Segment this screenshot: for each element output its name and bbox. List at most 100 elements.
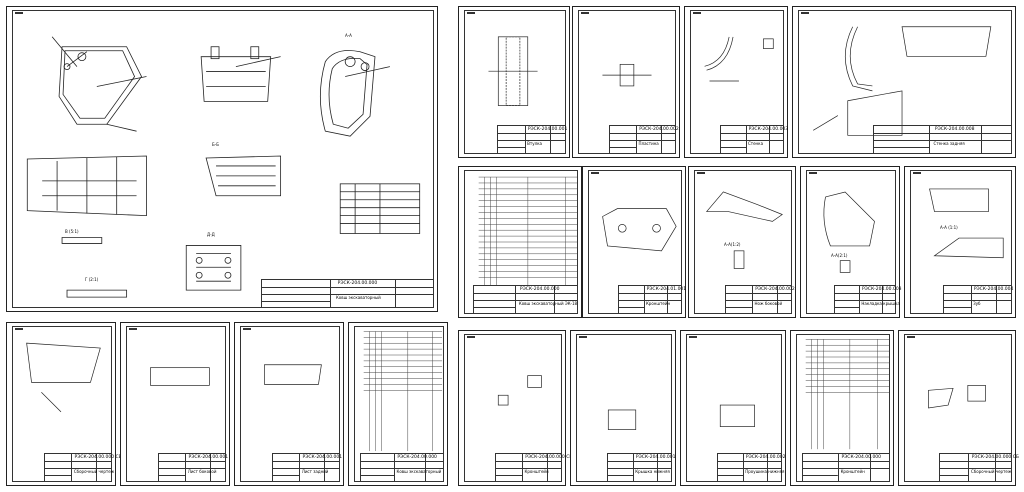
sheet-tag <box>697 172 705 174</box>
drawing-name: Ковш экскаваторный <box>335 295 381 300</box>
sheet-s8[interactable]: А-А (1:1) РЭСК-204.00.004 Зуб <box>904 166 1016 318</box>
drawing-code: РЭСК-204.01.001 <box>646 287 687 292</box>
title-block: РЭСК-204.00.001 Лист задний <box>272 453 343 482</box>
drawing-code: РЭСК-204.00.001 <box>188 455 229 460</box>
part-drawing <box>705 191 783 269</box>
title-block: РЭСК-204.00.000 Ковш экскаваторный ЭК-18 <box>473 285 578 314</box>
drawing-name: Ковш экскаваторный <box>396 469 442 474</box>
specification-table <box>478 176 578 286</box>
drawing-code: РЭСК-204.00.000 СБ <box>971 455 1019 460</box>
sheet-spec2[interactable]: РЭСК-204.00.000 Ковш экскаваторный <box>348 322 448 486</box>
sheet-tag <box>907 336 915 338</box>
sheet-s7[interactable]: А-А(2:1) РЭСК-204.00.003 Накладка крышка <box>800 166 902 318</box>
sheet-s13[interactable]: РЭСК-204.00.001 Крышка нижняя <box>570 330 676 486</box>
drawing-name: Сборочный чертеж <box>971 469 1012 474</box>
drawing-name: Накладка крышка <box>861 301 900 306</box>
sheet-s3[interactable]: РЭСК-204.00.003 Стенка <box>684 6 788 158</box>
title-block: РЭСК-204.01.001 Кронштейн <box>617 285 686 314</box>
sheet-tag <box>467 336 475 338</box>
drawing-name: Кронштейн <box>524 469 549 474</box>
view-label-d: Д-Д <box>207 232 215 237</box>
drawing-code: РЭСК-204.00.000 <box>397 455 437 460</box>
part-drawing <box>719 404 755 427</box>
drawing-code: РЭСК-204.00.001 <box>527 127 568 132</box>
drawing-code: РЭСК-204.00.000 <box>841 455 882 460</box>
sheet-s11[interactable]: РЭСК-204.00.001 Лист задний <box>234 322 344 486</box>
sheet-s10[interactable]: РЭСК-204.00.001 Лист боковой <box>120 322 230 486</box>
drawing-code: РЭСК-204.00.000 <box>519 287 560 292</box>
drawing-name: Кронштейн <box>840 469 865 474</box>
drawing-code: РЭСК-204.00.001 <box>635 455 676 460</box>
section-label: А-А (1:1) <box>940 225 958 230</box>
title-block: РЭСК-204.00.001 Втулка <box>496 125 568 154</box>
title-block: РЭСК-204.00.003 Стенка <box>719 125 788 154</box>
sheet-tag <box>913 172 921 174</box>
drawing-name: Стенка <box>747 141 764 146</box>
view-label-v: В (5:1) <box>65 229 79 234</box>
sheet-tag <box>15 12 23 14</box>
drawing-code: РЭСК-204.00.003 <box>861 287 902 292</box>
sheet-s6[interactable]: А-А(1:2) РЭСК-204.00.002 Нож боковой <box>688 166 796 318</box>
specification-table <box>805 339 890 450</box>
view-label-g: Г (2:1) <box>85 277 99 282</box>
part-drawing <box>602 208 677 252</box>
drawing-name: Стенка задняя <box>933 141 965 146</box>
title-block: РЭСК-204.00.008 Стенка задняя <box>873 125 1012 154</box>
sheet-tag <box>15 328 23 330</box>
drawing-code: РЭСК-204.00.001 <box>302 455 343 460</box>
title-block: РЭСК-204.00.002 Нож боковой <box>725 285 795 314</box>
drawing-name: Втулка <box>527 141 542 146</box>
sheet-s14[interactable]: РЭСК-204.00.002 Проушина нижняя <box>680 330 786 486</box>
sheet-s15[interactable]: РЭСК-204.00.000 СБ Сборочный чертеж <box>898 330 1019 486</box>
sheet-s2[interactable]: РЭСК-204.00.002 Пластина <box>572 6 680 158</box>
drawing-name: Проушина нижняя <box>745 469 785 474</box>
drawing-name: Зуб <box>973 301 981 306</box>
title-block: РЭСК-204.00.001 Лист боковой <box>158 453 229 482</box>
title-block: РЭСК-204.00.001 Крышка нижняя <box>606 453 675 482</box>
part-drawing <box>497 375 542 406</box>
drawing-name: Лист задний <box>301 469 329 474</box>
sheet-s9[interactable]: РЭСК-204.00.000 СБ Сборочный чертеж <box>6 322 122 486</box>
title-block: РЭСК-204.00.000 СБ Сборочный чертеж <box>939 453 1019 482</box>
part-drawing <box>928 385 986 409</box>
part-drawing <box>607 409 637 430</box>
sheet-tag <box>129 328 137 330</box>
section-label: А-А(2:1) <box>831 253 848 258</box>
sheet-tag <box>801 12 809 14</box>
part-drawing <box>264 364 322 385</box>
drawing-name: Ковш экскаваторный ЭК-18 <box>518 301 578 306</box>
sheet-tag <box>579 336 587 338</box>
sheet-tag <box>689 336 697 338</box>
specification-table <box>363 331 443 452</box>
title-block: РЭСК-204.00.000 Ковш экскаваторный <box>359 453 444 482</box>
sheet-s4[interactable]: РЭСК-204.00.008 Стенка задняя <box>792 6 1016 158</box>
part-drawing <box>929 188 1004 259</box>
section-label-bb: Б-Б <box>212 142 219 147</box>
part-drawing <box>150 367 210 386</box>
part-drawing <box>602 63 652 87</box>
drawing-code: РЭСК-204.00.004 <box>973 287 1014 292</box>
title-block: РЭСК-204.00.003 Накладка крышка <box>834 285 902 314</box>
drawing-name: Сборочный чертеж <box>73 469 115 474</box>
sheet-tag <box>591 172 599 174</box>
sheet-main-assembly[interactable]: А-А Б-Б В (5:1) Г (2:1) Д-Д РЭСК-204.00.… <box>6 6 438 312</box>
sheet-s12[interactable]: РЭСК-204.00.000 СБ Кронштейн <box>458 330 572 486</box>
drawing-name: Лист боковой <box>187 469 217 474</box>
sheet-s1[interactable]: РЭСК-204.00.001 Втулка <box>458 6 570 158</box>
sheet-tag <box>467 12 475 14</box>
sheet-spec3[interactable]: РЭСК-204.00.000 Кронштейн <box>790 330 894 486</box>
drawing-code: РЭСК-204.00.002 <box>745 455 786 460</box>
sheet-tag <box>581 12 589 14</box>
sheet-tag <box>809 172 817 174</box>
sheet-s5[interactable]: РЭСК-204.01.001 Кронштейн <box>582 166 686 318</box>
sheet-tag <box>243 328 251 330</box>
drawing-code: РЭСК-204.00.000 <box>337 281 378 286</box>
part-drawing <box>704 36 774 82</box>
title-block: РЭСК-204.00.004 Зуб <box>942 285 1014 314</box>
sheet-spec1[interactable]: РЭСК-204.00.000 Ковш экскаваторный ЭК-18 <box>458 166 582 318</box>
title-block: РЭСК-204.00.000 СБ Кронштейн <box>495 453 572 482</box>
title-block: РЭСК-204.00.002 Пластина <box>609 125 679 154</box>
drawing-code: РЭСК-204.00.002 <box>755 287 795 292</box>
part-drawing <box>823 191 875 273</box>
drawing-name: Крышка нижняя <box>635 469 670 474</box>
